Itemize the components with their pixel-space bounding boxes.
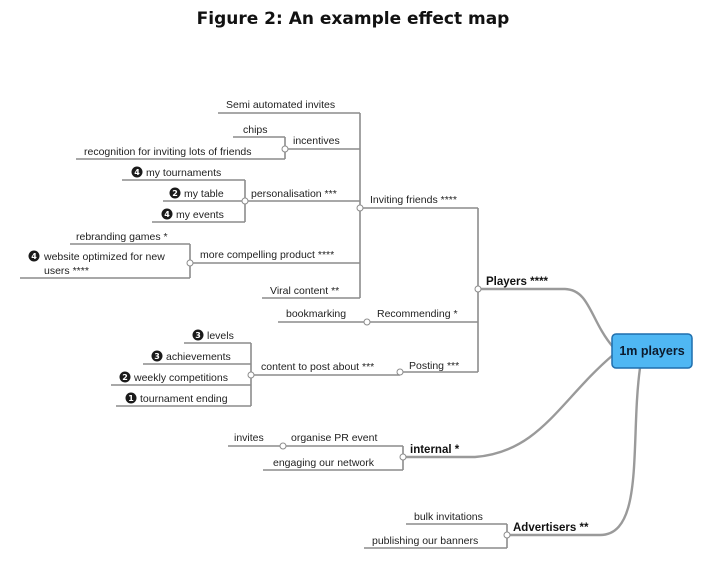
badge-levels-num: 3 — [195, 331, 201, 340]
node-invites[interactable]: invites — [234, 432, 264, 444]
root-node[interactable]: 1m players — [611, 333, 693, 369]
connectors — [20, 112, 642, 549]
node-chips[interactable]: chips — [243, 124, 268, 136]
badge-my-table-num: 2 — [172, 189, 178, 198]
node-advertisers[interactable]: Advertisers ** — [513, 522, 589, 534]
node-internal[interactable]: internal * — [410, 444, 460, 456]
root-node-label: 1m players — [619, 344, 684, 358]
knob-internal[interactable] — [399, 453, 407, 461]
node-incentives[interactable]: incentives — [293, 135, 340, 147]
knob-players[interactable] — [474, 285, 482, 293]
node-personalisation[interactable]: personalisation *** — [251, 188, 337, 200]
collapse-knobs — [186, 145, 511, 539]
node-banners[interactable]: publishing our banners — [372, 535, 478, 547]
node-my-tournaments[interactable]: my tournaments — [146, 167, 221, 179]
badge-website: 4 — [28, 250, 40, 262]
badge-weekly-num: 2 — [122, 373, 128, 382]
node-weekly[interactable]: weekly competitions — [133, 372, 228, 384]
badge-my-events-num: 4 — [164, 210, 170, 219]
badge-my-tournaments-num: 4 — [134, 168, 140, 177]
badge-my-tournaments-dot — [131, 166, 143, 178]
badge-weekly-dot — [119, 371, 131, 383]
badge-my-table-dot — [169, 187, 181, 199]
node-levels[interactable]: levels — [207, 330, 234, 342]
badge-achievements-dot — [151, 350, 163, 362]
node-website-line2[interactable]: users **** — [44, 265, 89, 277]
node-tournament-ending[interactable]: tournament ending — [140, 393, 228, 405]
node-bulk[interactable]: bulk invitations — [414, 511, 483, 523]
node-rebranding[interactable]: rebranding games * — [76, 231, 168, 243]
knob-personalisation[interactable] — [241, 197, 249, 205]
badge-levels-dot — [192, 329, 204, 341]
node-inviting[interactable]: Inviting friends **** — [370, 194, 457, 206]
figure-title: Figure 2: An example effect map — [196, 9, 510, 29]
badge-levels: 3 — [192, 329, 204, 341]
knob-recommending[interactable] — [363, 318, 371, 326]
node-compelling[interactable]: more compelling product **** — [200, 249, 334, 261]
node-content-post[interactable]: content to post about *** — [261, 361, 374, 373]
node-engaging[interactable]: engaging our network — [273, 457, 375, 469]
badge-tournament-ending-num: 1 — [128, 394, 134, 403]
node-recognition[interactable]: recognition for inviting lots of friends — [84, 146, 252, 158]
root-node-box — [611, 333, 693, 369]
node-bookmarking[interactable]: bookmarking — [286, 308, 346, 320]
edge-root-players — [478, 287, 614, 348]
node-my-table[interactable]: my table — [184, 188, 224, 200]
badge-my-events: 4 — [161, 208, 173, 220]
node-my-events[interactable]: my events — [176, 209, 224, 221]
node-posting[interactable]: Posting *** — [409, 360, 459, 372]
knob-posting[interactable] — [396, 368, 404, 376]
badge-website-num: 4 — [31, 252, 37, 261]
node-pr-event[interactable]: organise PR event — [291, 432, 377, 444]
node-viral[interactable]: Viral content ** — [270, 285, 339, 297]
knob-content-post[interactable] — [247, 371, 255, 379]
badge-achievements-num: 3 — [154, 352, 160, 361]
node-recommending[interactable]: Recommending * — [377, 308, 458, 320]
node-website-line1[interactable]: website optimized for new — [43, 251, 165, 263]
badge-my-table: 2 — [169, 187, 181, 199]
knob-incentives[interactable] — [281, 145, 289, 153]
edge-root-internal — [403, 354, 614, 459]
edge-root-advertisers — [507, 367, 642, 537]
badge-tournament-ending-dot — [125, 392, 137, 404]
node-achievements[interactable]: achievements — [166, 351, 231, 363]
badge-weekly: 2 — [119, 371, 131, 383]
knob-advertisers[interactable] — [503, 531, 511, 539]
badge-tournament-ending: 1 — [125, 392, 137, 404]
node-players[interactable]: Players **** — [486, 276, 549, 288]
badge-achievements: 3 — [151, 350, 163, 362]
badge-website-dot — [28, 250, 40, 262]
knob-pr-event[interactable] — [279, 442, 287, 450]
badge-my-tournaments: 4 — [131, 166, 143, 178]
knob-compelling[interactable] — [186, 259, 194, 267]
knob-inviting[interactable] — [356, 204, 364, 212]
badge-my-events-dot — [161, 208, 173, 220]
node-semi-auto[interactable]: Semi automated invites — [226, 99, 335, 111]
